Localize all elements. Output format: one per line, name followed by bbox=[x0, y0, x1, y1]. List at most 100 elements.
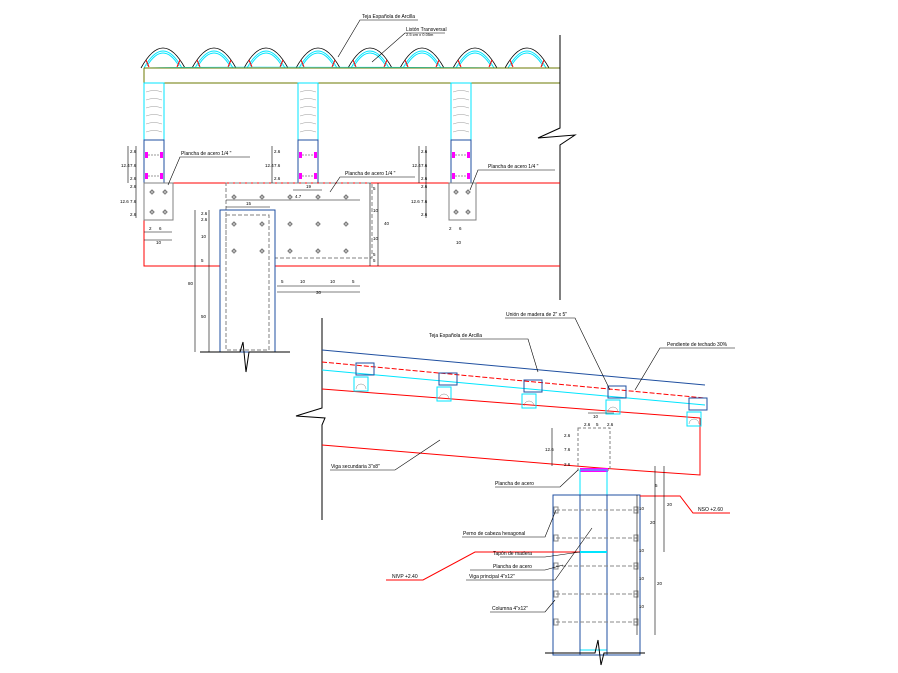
steel-plate-left bbox=[143, 182, 174, 221]
tile-edge bbox=[488, 59, 493, 68]
dimension-label: 50 bbox=[201, 314, 207, 319]
tile-edge bbox=[404, 59, 409, 68]
washer bbox=[160, 173, 163, 179]
tile-arch-inner bbox=[353, 52, 387, 67]
dimension-label: 2.6 bbox=[607, 422, 614, 427]
clay-tiles bbox=[140, 47, 561, 69]
dimension-label: 30 bbox=[316, 290, 322, 295]
batten-line bbox=[321, 369, 706, 406]
dimension-label: 2.6 bbox=[130, 176, 137, 181]
dimension-label: 12.6 bbox=[120, 199, 129, 204]
label-level-right: NSO +2.60 bbox=[698, 507, 723, 513]
dimension-label: 2.6 bbox=[274, 176, 281, 181]
dimension-label: 7.6 bbox=[421, 199, 428, 204]
tile-edge bbox=[248, 59, 253, 68]
column-break bbox=[545, 639, 645, 666]
column-section bbox=[552, 494, 641, 656]
dimension-label: 12.6 bbox=[411, 199, 420, 204]
washer bbox=[452, 173, 455, 179]
dimension-label: 4.7 bbox=[295, 194, 302, 199]
dimension-label: 5 bbox=[596, 422, 599, 427]
tile-edge bbox=[509, 59, 514, 68]
dimension-label: 10 bbox=[373, 208, 379, 213]
label-secondary-beam: Viga secundaria 3"x8" bbox=[331, 464, 380, 470]
tile-arch-inner bbox=[455, 50, 495, 69]
dimension-label: 5 bbox=[373, 186, 376, 191]
dimension-label: 12.4 bbox=[412, 163, 421, 168]
tile-lap bbox=[355, 362, 375, 376]
dimension-label: 7.6 bbox=[564, 447, 571, 452]
roof-elevation-detail: Teja Española de Arcilla Listón Transver… bbox=[120, 14, 577, 373]
bolts bbox=[149, 189, 471, 254]
washer bbox=[299, 173, 302, 179]
dimension-label: 5 bbox=[655, 483, 658, 488]
tile-arch-inner bbox=[249, 52, 283, 67]
level-left-leader bbox=[386, 551, 580, 581]
dimension-label: 10 bbox=[201, 234, 207, 239]
label-batten: Listón Transversal bbox=[406, 27, 447, 33]
dimension-label: 2.6 bbox=[201, 217, 208, 222]
dimension-label: 2.6 bbox=[564, 433, 571, 438]
tile-arch bbox=[295, 47, 341, 69]
dimension-label: 15 bbox=[246, 201, 252, 206]
rafter-bottom bbox=[321, 418, 701, 476]
level-right-leader bbox=[640, 495, 730, 514]
dimension-label: 2.6 bbox=[421, 176, 428, 181]
tile-arch bbox=[140, 47, 186, 69]
dimension-label: 2.6 bbox=[201, 211, 208, 216]
label-steel-plate: Plancha de acero bbox=[493, 564, 532, 570]
dimension-label: 10 bbox=[300, 279, 306, 284]
label-plate-left: Plancha de acero 1/4 " bbox=[181, 151, 232, 157]
dimension-label: 7.6 bbox=[274, 163, 281, 168]
dimension-label: 10 bbox=[330, 279, 336, 284]
dimension-label: 10 bbox=[593, 414, 599, 419]
label-steel-plate-top: Plancha de acero bbox=[495, 481, 534, 487]
dimension-label: 2.6 bbox=[274, 149, 281, 154]
washer bbox=[314, 173, 317, 179]
dimension-label: 20 bbox=[657, 581, 663, 586]
dimension-label: 20 bbox=[650, 520, 656, 525]
tile-arch bbox=[504, 47, 550, 69]
dimension-label: 6 bbox=[159, 226, 162, 231]
dimension-label: 5 bbox=[281, 279, 284, 284]
section-break-line bbox=[295, 318, 326, 520]
column-break-line bbox=[200, 341, 290, 373]
dimension-label: 2.6 bbox=[130, 212, 137, 217]
rafter-posts bbox=[143, 82, 472, 184]
tile-edge bbox=[145, 59, 150, 68]
label-wood-joint: Unión de madera de 2" x 5" bbox=[506, 312, 567, 318]
washer bbox=[452, 152, 455, 158]
vertical-steel-plate bbox=[577, 427, 611, 471]
tile-arch bbox=[347, 47, 393, 69]
tile-arch-inner bbox=[143, 50, 183, 69]
label-plate-right: Plancha de acero 1/4 " bbox=[488, 164, 539, 170]
label-level-left: NIVP +2.40 bbox=[392, 574, 418, 580]
tile-arch bbox=[399, 47, 445, 69]
label-tile-section: Teja Española de Arcilla bbox=[429, 333, 482, 339]
tile-arch bbox=[191, 47, 237, 69]
tile-edge bbox=[457, 59, 462, 68]
tile-lap bbox=[688, 397, 708, 411]
dimension-label: 2.6 bbox=[564, 462, 571, 467]
dimension-label: 40 bbox=[384, 221, 390, 226]
break-line bbox=[537, 35, 577, 300]
tile-arch-inner bbox=[402, 50, 442, 69]
steel-plate-right bbox=[448, 182, 477, 221]
tile-arch-inner bbox=[350, 50, 390, 69]
washer bbox=[299, 152, 302, 158]
tile-arch-inner bbox=[298, 50, 338, 69]
dimension-texts: 2.67.62.612.42.67.62.612.42.67.62.612.42… bbox=[120, 149, 462, 319]
dimension-label: 2.6 bbox=[130, 149, 137, 154]
label-wood-plug: Tapón de madera bbox=[493, 551, 532, 557]
dimension-label: 5 bbox=[352, 279, 355, 284]
batten-section bbox=[686, 411, 702, 427]
tile-edge bbox=[196, 59, 201, 68]
label-plate-center: Plancha de acero 1/4 " bbox=[345, 171, 396, 177]
tile-arch bbox=[243, 47, 289, 69]
section-battens bbox=[353, 362, 708, 427]
tile-edge bbox=[435, 59, 440, 68]
dimension-label: 5 bbox=[201, 258, 204, 263]
dimension-label: 20 bbox=[667, 502, 673, 507]
tile-arch-inner bbox=[197, 52, 231, 67]
